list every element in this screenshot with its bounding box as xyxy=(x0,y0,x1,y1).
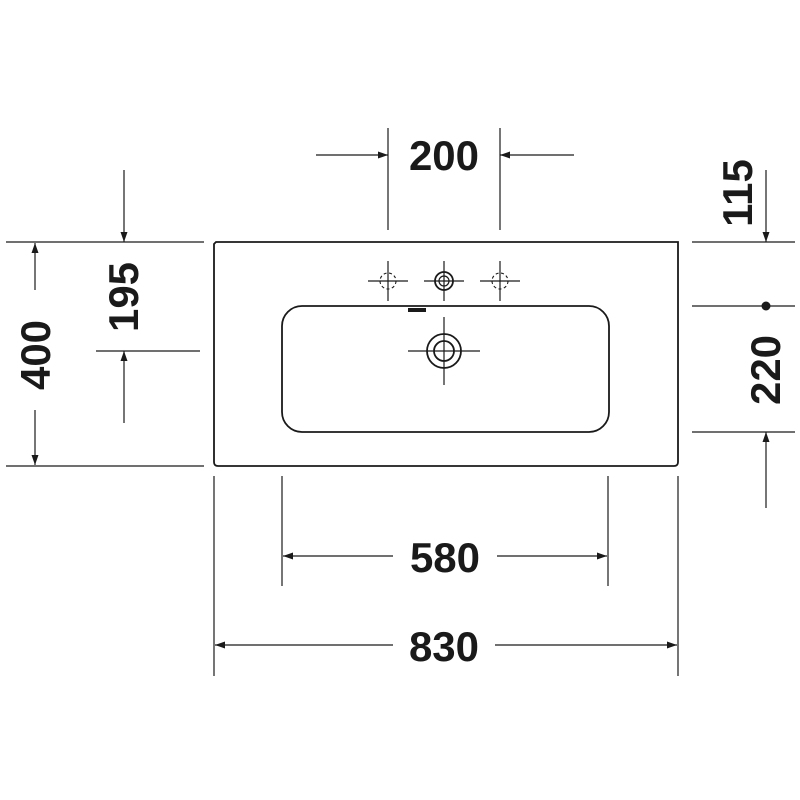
dimension-label-830: 830 xyxy=(409,623,479,670)
dimension-label-220: 220 xyxy=(742,335,789,405)
tap-hole-right-icon xyxy=(480,261,520,301)
drain-icon xyxy=(408,317,480,385)
tap-hole-left-icon xyxy=(368,261,408,301)
basin-outline xyxy=(213,241,679,467)
dimension-label-400: 400 xyxy=(12,320,59,390)
dimension-label-195: 195 xyxy=(100,262,147,332)
dimension-label-200: 200 xyxy=(409,132,479,179)
overflow-slot xyxy=(408,308,426,312)
dimension-bowl-depth: 220 xyxy=(692,301,795,508)
dimension-overall-depth: 400 xyxy=(6,241,204,467)
dimension-overall-width: 830 xyxy=(213,476,679,676)
dimension-tap-spacing: 200 xyxy=(316,128,574,230)
dimension-depth-to-bowl-center: 195 xyxy=(96,170,200,423)
dimension-label-580: 580 xyxy=(410,534,480,581)
bowl-outline xyxy=(281,305,610,433)
dimension-tap-to-edge: 115 xyxy=(692,159,795,243)
dimension-label-115: 115 xyxy=(714,159,761,227)
dimension-bowl-width: 580 xyxy=(281,476,609,586)
tap-hole-center-icon xyxy=(424,261,464,301)
